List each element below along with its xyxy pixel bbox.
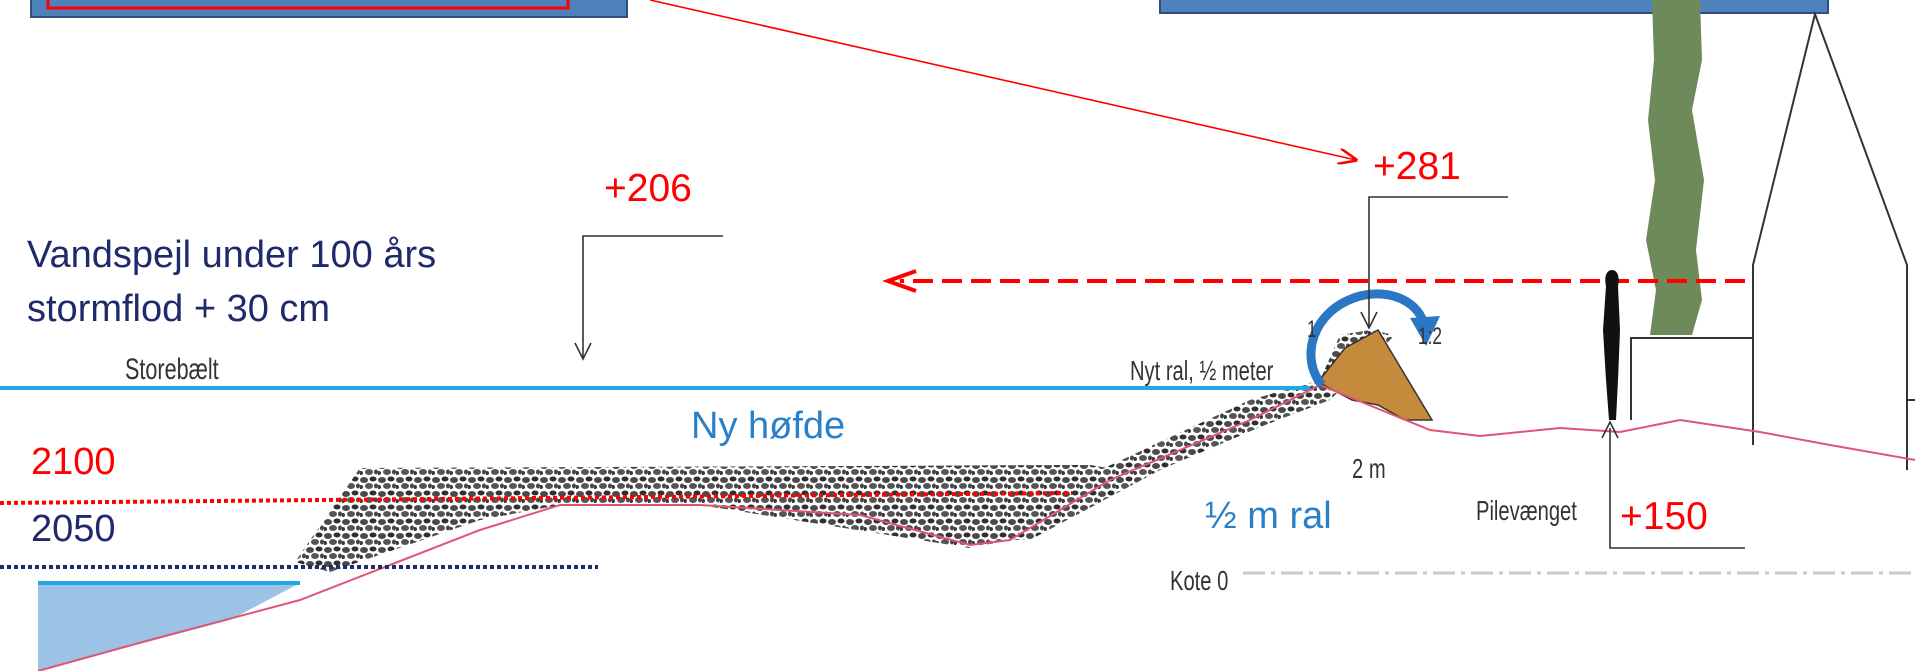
garden-wall [1630,337,1753,420]
tree-illustration [1646,0,1704,335]
two-m-label: 2 m [1352,453,1386,484]
leader-281 [1368,196,1508,326]
leader-206 [582,235,723,357]
new-gravel-label: Nyt ral, ½ meter [1130,355,1274,386]
storm-note-line1: Vandspejl under 100 års [27,234,437,276]
slope-right-label: 1:2 [1418,323,1443,350]
rock-groyne [295,465,1120,572]
leader-206-head [574,342,592,361]
storm-water-level-value: +206 [604,167,692,210]
house-illustration [1752,10,1908,470]
level-2100-line [0,491,1073,505]
leader-150-head [1601,420,1619,439]
sea-water [38,583,300,671]
person-silhouette [1603,270,1620,420]
pilevaenget-label: Pilevænget [1476,495,1577,526]
storebaelt-label: Storebælt [125,353,219,386]
year-2100-label: 2100 [31,441,116,483]
slope-left-label: 1 [1307,316,1317,343]
callout-box-left-inner [46,0,570,10]
storm-note-line2: stormflod + 30 cm [27,288,331,330]
kote0-label: Kote 0 [1170,565,1229,596]
leader-281-head [1360,311,1378,330]
callout-arrow [649,0,1356,160]
new-groyne-label: Ny høfde [691,405,846,447]
dike-crest-level-value: +281 [1373,145,1461,188]
overtopping-arrowhead [882,269,917,293]
ground-profile [37,383,1915,671]
half-meter-gravel-label: ½ m ral [1205,495,1332,537]
callout-box-right [1159,0,1829,14]
year-2050-label: 2050 [31,508,116,550]
ground-level-value: +150 [1620,495,1708,538]
wave-arrowhead [1410,316,1440,346]
leader-150 [1609,428,1745,549]
wave-overtopping-icon [1306,289,1429,388]
